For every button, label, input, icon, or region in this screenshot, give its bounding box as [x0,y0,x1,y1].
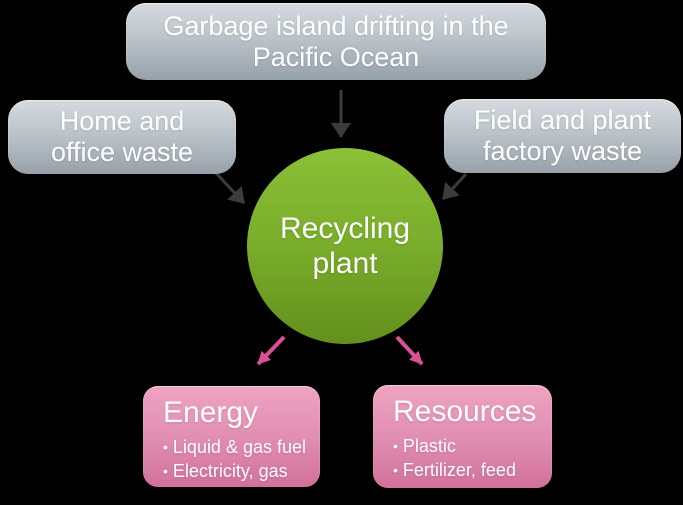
energy-title: Energy [163,396,259,429]
resources-item: •Plastic [393,434,552,458]
node-home-office-line2: office waste [50,137,194,167]
arrow-home-to-plant [213,170,246,205]
bullet-icon: • [393,462,398,478]
energy-item: •Electricity, gas [163,459,320,483]
node-recycling-plant-line1: Recycling [279,212,411,245]
energy-item-label: Liquid & gas fuel [172,437,306,457]
arrow-plant-to-resources [395,335,424,366]
node-home-office-waste: Home and office waste [8,100,236,174]
resources-item-label: Plastic [402,436,456,456]
node-recycling-plant: Recycling plant [247,148,443,344]
node-field-factory-line2: factory waste [482,136,643,166]
resources-item-label: Fertilizer, feed [402,460,516,480]
bullet-icon: • [163,463,168,479]
bullet-icon: • [393,438,398,454]
energy-item-label: Electricity, gas [172,461,288,481]
arrow-field-to-plant [441,172,468,201]
node-garbage-island-line1: Garbage island drifting in the [163,10,509,41]
bullet-icon: • [163,439,168,455]
node-recycling-plant-line2: plant [312,247,378,280]
arrow-plant-to-energy [256,335,286,366]
node-field-factory-waste: Field and plant factory waste [444,99,681,173]
node-garbage-island: Garbage island drifting in the Pacific O… [126,3,546,80]
resources-item: •Fertilizer, feed [393,458,552,482]
energy-item: •Liquid & gas fuel [163,435,320,459]
node-resources: Resources •Plastic •Fertilizer, feed [373,385,552,488]
node-home-office-line1: Home and [59,106,185,136]
node-garbage-island-line2: Pacific Ocean [252,41,420,72]
node-field-factory-line1: Field and plant [473,105,652,135]
resources-title: Resources [393,395,537,428]
node-energy: Energy •Liquid & gas fuel •Electricity, … [143,386,320,487]
